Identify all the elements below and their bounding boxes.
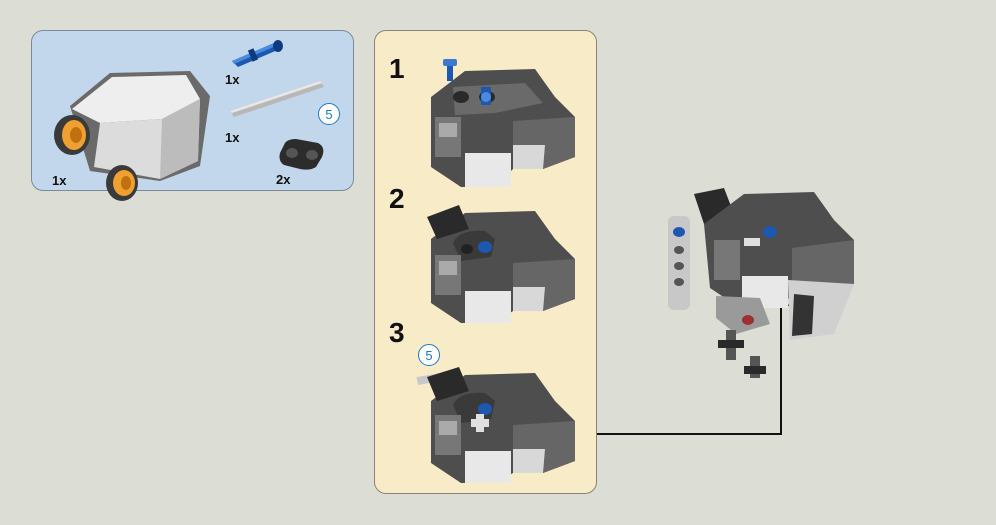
pin-qty: 1x: [225, 72, 240, 87]
axle-length-badge: 5: [418, 344, 440, 366]
sensor-qty: 1x: [52, 173, 67, 188]
step-number: 2: [389, 183, 405, 214]
step-2-assembly: [427, 205, 575, 323]
step-1-assembly: [431, 59, 575, 187]
axle-part: [230, 81, 324, 117]
step-number: 1: [389, 53, 405, 84]
beam-qty: 2x: [276, 172, 291, 187]
parts-list-panel: 1x 1x 5 1x 2x: [31, 30, 354, 201]
axle-qty: 1x: [225, 130, 240, 145]
step-number: 3: [389, 317, 405, 348]
step-3-assembly: [416, 367, 575, 483]
axle-length-badge: 5: [318, 103, 340, 125]
beam-part: [279, 139, 324, 170]
ultrasonic-sensor-part: [54, 71, 210, 201]
connector-pin-part: [232, 40, 283, 67]
assembled-model: [668, 188, 854, 378]
steps-panel: 1 2 3 5: [374, 30, 597, 494]
